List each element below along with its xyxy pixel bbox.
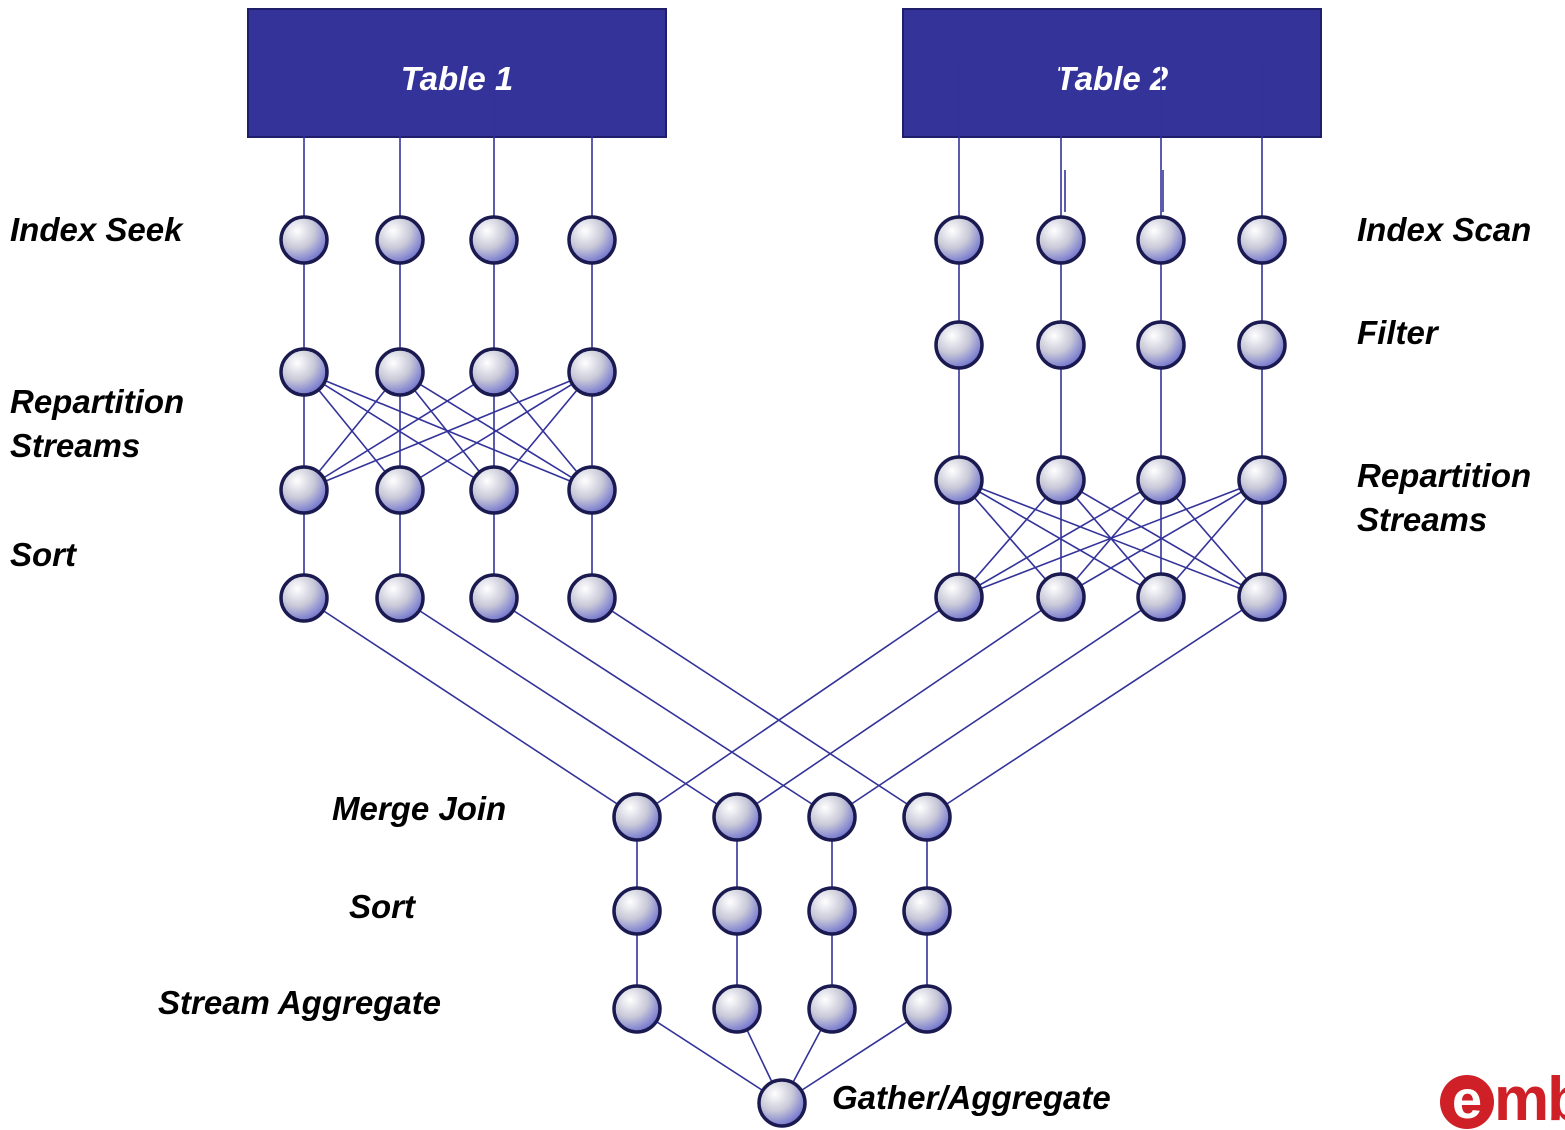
repartition-left-node bbox=[279, 347, 329, 397]
edge-aggregate-gather bbox=[636, 1008, 783, 1104]
repartition-right-node bbox=[1237, 455, 1287, 505]
logo-e-circle: e bbox=[1440, 1073, 1494, 1130]
gather-aggregate-node bbox=[757, 1078, 807, 1128]
edge-right-merge bbox=[831, 596, 1162, 818]
label-merge-join: Merge Join bbox=[332, 790, 507, 827]
sort-left-output-node bbox=[469, 573, 519, 623]
sort-left-node bbox=[375, 465, 425, 515]
edge-repartition-cross-left bbox=[399, 371, 593, 491]
label-filter: Filter bbox=[1357, 314, 1438, 351]
index-seek-node bbox=[279, 215, 329, 265]
sort-left-node bbox=[469, 465, 519, 515]
filter-node bbox=[934, 320, 984, 370]
sort-bottom-node bbox=[612, 886, 662, 936]
index-seek-node bbox=[567, 215, 617, 265]
label-index-seek: Index Seek bbox=[10, 211, 183, 248]
edge-repartition-cross-left bbox=[303, 371, 495, 491]
label-sort-left: Sort bbox=[10, 536, 76, 573]
merge-join-node bbox=[807, 792, 857, 842]
edge-left-merge bbox=[399, 597, 738, 818]
repartition-left-node bbox=[567, 347, 617, 397]
edge-repartition-cross-right bbox=[958, 479, 1162, 598]
table-1-box: Table 1 bbox=[247, 8, 667, 138]
repartition-right-output-node bbox=[1136, 572, 1186, 622]
sort-bottom-node bbox=[902, 886, 952, 936]
embarcadero-logo: e mbarcadero bbox=[1440, 1073, 1565, 1130]
label-repartition-streams-right-1: Repartition bbox=[1357, 457, 1532, 494]
label-repartition-streams-left-1: Repartition bbox=[10, 383, 185, 420]
edge-repartition-cross-right bbox=[958, 479, 1263, 598]
label-sort-bottom: Sort bbox=[349, 888, 415, 925]
index-scan-node bbox=[1136, 215, 1186, 265]
edge-left-merge bbox=[591, 597, 928, 818]
label-repartition-streams-left-2: Streams bbox=[10, 427, 141, 464]
edge-aggregate-gather bbox=[781, 1008, 928, 1104]
merge-join-node bbox=[612, 792, 662, 842]
edge-left-merge bbox=[493, 597, 833, 818]
sort-left-output-node bbox=[279, 573, 329, 623]
index-scan-node bbox=[934, 215, 984, 265]
repartition-right-output-node bbox=[934, 572, 984, 622]
edge-repartition-cross-left bbox=[303, 371, 593, 491]
filter-node bbox=[1036, 320, 1086, 370]
label-gather-aggregate: Gather/Aggregate bbox=[832, 1079, 1111, 1116]
edge-right-merge bbox=[736, 596, 1062, 818]
merge-join-node bbox=[902, 792, 952, 842]
logo-wordmark: mbarcadero bbox=[1494, 1073, 1565, 1130]
stream-aggregate-node bbox=[712, 984, 762, 1034]
repartition-left-node bbox=[375, 347, 425, 397]
label-index-scan: Index Scan bbox=[1357, 211, 1532, 248]
repartition-right-output-node bbox=[1036, 572, 1086, 622]
edge-repartition-cross-left bbox=[303, 371, 401, 491]
edge-right-merge bbox=[926, 596, 1263, 818]
index-scan-node bbox=[1036, 215, 1086, 265]
index-seek-node bbox=[469, 215, 519, 265]
stream-aggregate-node bbox=[807, 984, 857, 1034]
label-repartition-streams-right-2: Streams bbox=[1357, 501, 1488, 538]
nodes-group bbox=[279, 215, 1287, 1128]
merge-join-node bbox=[712, 792, 762, 842]
sort-left-output-node bbox=[567, 573, 617, 623]
label-stream-aggregate: Stream Aggregate bbox=[158, 984, 442, 1021]
edges-group bbox=[303, 60, 1263, 1104]
repartition-right-node bbox=[1036, 455, 1086, 505]
repartition-right-node bbox=[934, 455, 984, 505]
sort-left-output-node bbox=[375, 573, 425, 623]
sort-left-node bbox=[279, 465, 329, 515]
sort-bottom-node bbox=[712, 886, 762, 936]
filter-node bbox=[1136, 320, 1186, 370]
edge-right-merge bbox=[636, 596, 960, 818]
edge-repartition-cross-right bbox=[1160, 479, 1263, 598]
repartition-right-output-node bbox=[1237, 572, 1287, 622]
table-2-box: Table 2 bbox=[902, 8, 1322, 138]
index-seek-node bbox=[375, 215, 425, 265]
stream-aggregate-node bbox=[612, 984, 662, 1034]
sort-bottom-node bbox=[807, 886, 857, 936]
index-scan-node bbox=[1237, 215, 1287, 265]
stream-aggregate-node bbox=[902, 984, 952, 1034]
table-2-title: Table 2 bbox=[1055, 60, 1169, 97]
filter-node bbox=[1237, 320, 1287, 370]
edge-repartition-cross-right bbox=[1060, 479, 1263, 598]
edge-left-merge bbox=[303, 597, 638, 818]
logo-e-letter: e bbox=[1451, 1073, 1483, 1130]
edge-repartition-cross-left bbox=[493, 371, 593, 491]
repartition-right-node bbox=[1136, 455, 1186, 505]
repartition-left-node bbox=[469, 347, 519, 397]
sort-left-node bbox=[567, 465, 617, 515]
edge-repartition-cross-right bbox=[958, 479, 1062, 598]
